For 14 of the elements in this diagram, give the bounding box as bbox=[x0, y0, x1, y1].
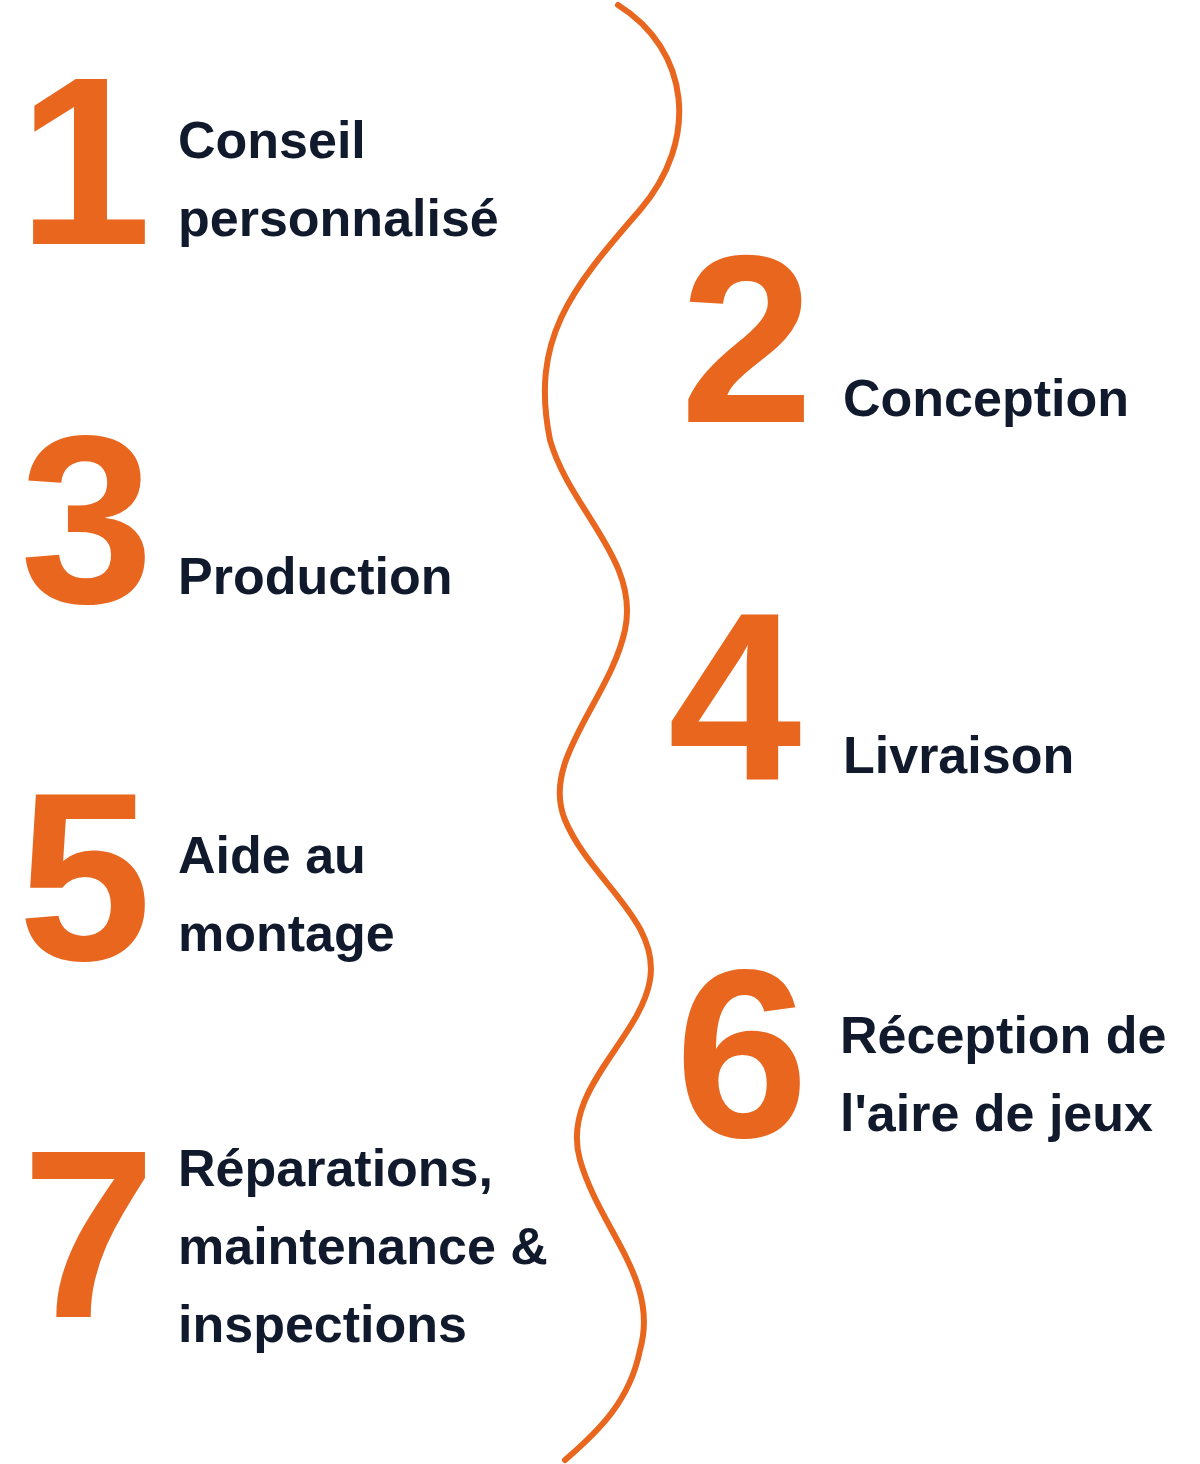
step-number: 6 bbox=[675, 934, 809, 1174]
step-number: 1 bbox=[18, 41, 152, 281]
step-title: Production bbox=[178, 546, 453, 607]
step-title: Réception de l'aire de jeux bbox=[840, 1005, 1168, 1144]
step-number: 7 bbox=[22, 1114, 156, 1354]
step-title: Livraison bbox=[843, 725, 1075, 786]
step-number: 2 bbox=[680, 219, 814, 459]
step-title: Conception bbox=[843, 368, 1129, 429]
step-number: 5 bbox=[18, 757, 152, 997]
step-title: Aide au montage bbox=[178, 825, 396, 964]
step-title: Réparations, maintenance & inspections bbox=[178, 1138, 549, 1355]
step-number: 4 bbox=[668, 577, 802, 817]
step-title: Conseil personnalisé bbox=[178, 110, 500, 249]
step-number: 3 bbox=[20, 399, 154, 639]
